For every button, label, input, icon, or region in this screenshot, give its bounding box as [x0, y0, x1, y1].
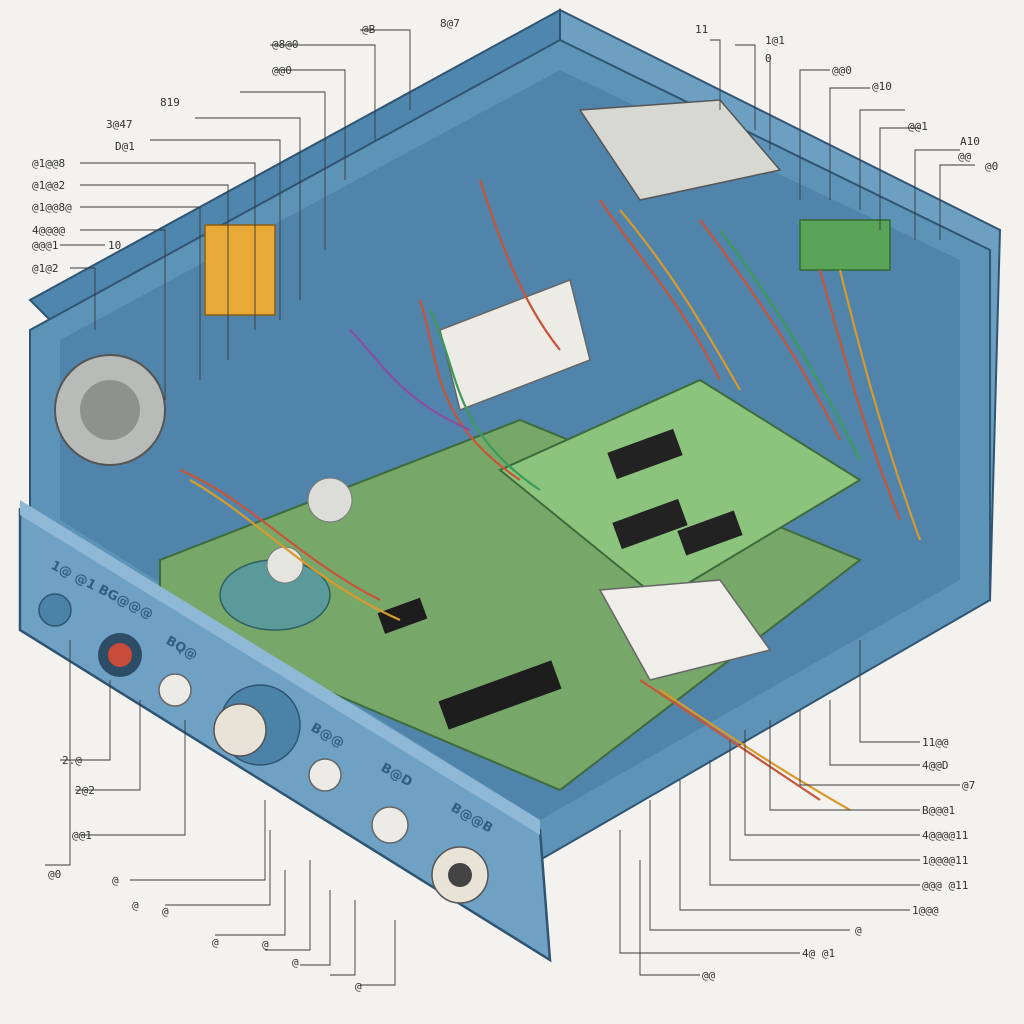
callout-l0: @B — [362, 23, 376, 36]
callout-br2: @7 — [962, 779, 975, 792]
small-cylinder-component — [307, 477, 353, 523]
callout-bl5: @ — [132, 899, 139, 912]
callout-l13: @1@2 — [32, 262, 59, 275]
callout-l5: 3@47 — [106, 118, 133, 131]
callout-bl8: @ — [262, 938, 269, 951]
callout-br3: B@@@1 — [922, 804, 955, 817]
yellow-component — [204, 224, 276, 316]
callout-l2: @8@0 — [272, 38, 299, 51]
callout-r4: @10 — [872, 80, 892, 93]
button-1[interactable] — [158, 673, 192, 707]
callout-l9: @1@@8@ — [32, 201, 72, 214]
callout-l4: 819 — [160, 96, 180, 109]
jack-1-ring — [108, 643, 132, 667]
daughter-board — [498, 378, 862, 602]
callout-r3: @@0 — [832, 64, 852, 77]
callouts-bottom-left: 2.@ 2@2 @@1 @0 @ @ @ @ @ @ @ — [48, 754, 362, 993]
callout-bl10: @ — [355, 980, 362, 993]
callout-bl3: @0 — [48, 868, 61, 881]
chip-4 — [438, 660, 562, 730]
chip-3 — [677, 510, 743, 556]
callout-br9: 4@ @1 — [802, 947, 835, 960]
callout-bl9: @ — [292, 956, 299, 969]
chip-2 — [612, 498, 688, 550]
callout-r7: @@ — [958, 150, 972, 163]
callout-l12: 10 — [108, 239, 121, 252]
callout-bl7: @ — [212, 936, 219, 949]
callout-r2: 0 — [765, 52, 772, 65]
knob-3-center — [448, 863, 472, 887]
chip-5 — [377, 597, 428, 634]
white-card-connector — [598, 579, 772, 681]
callout-br6: @@@ @11 — [922, 879, 968, 892]
callouts-left: @B 8@7 @8@0 @@0 819 3@47 D@1 @1@@8 @1@@2… — [32, 17, 460, 275]
callout-l6: D@1 — [115, 140, 135, 153]
callout-l8: @1@@2 — [32, 179, 65, 192]
leader-lines-left — [60, 29, 411, 400]
speaker-center — [80, 380, 140, 440]
leader-lines-bottom — [45, 640, 960, 986]
round-cap-top — [266, 546, 304, 584]
callout-br5: 1@@@@11 — [922, 854, 968, 867]
callout-l1: 8@7 — [440, 17, 460, 30]
callouts-bottom-right: 11@@ 4@@D @7 B@@@1 4@@@@11 1@@@@11 @@@ @… — [702, 736, 975, 982]
callouts-right: 11 1@1 0 @@0 @10 @@1 A10 @@ @0 — [695, 23, 998, 173]
callout-r0: 11 — [695, 23, 708, 36]
callout-br7: 1@@@ — [912, 904, 939, 917]
callout-bl1: 2@2 — [75, 784, 95, 797]
leader-lines-right — [710, 39, 975, 240]
callout-r1: 1@1 — [765, 34, 785, 47]
button-2[interactable] — [308, 758, 342, 792]
front-panel-top-edge — [20, 500, 540, 835]
callout-r6: A10 — [960, 135, 980, 148]
front-panel-controls — [38, 593, 489, 904]
knob-1[interactable] — [38, 593, 72, 627]
callout-l11: @@@1 — [32, 239, 59, 252]
callout-bl6: @ — [162, 905, 169, 918]
callout-l10: 4@@@@ — [32, 224, 65, 237]
green-terminal-block — [799, 219, 891, 271]
callout-bl2: @@1 — [72, 829, 92, 842]
callout-r5: @@1 — [908, 120, 928, 133]
knob-2[interactable] — [213, 703, 267, 757]
callout-bl4: @ — [112, 874, 119, 887]
callout-l3: @@0 — [272, 64, 292, 77]
callout-br1: 4@@D — [922, 759, 949, 772]
callout-bl0: 2.@ — [62, 754, 82, 767]
callout-r8: @0 — [985, 160, 998, 173]
button-3[interactable] — [371, 806, 409, 844]
top-connector-block — [578, 99, 782, 201]
callout-br10: @@ — [702, 969, 716, 982]
callout-l7: @1@@8 — [32, 157, 65, 170]
callout-br0: 11@@ — [922, 736, 949, 749]
chip-1 — [607, 428, 683, 480]
callout-br8: @ — [855, 924, 862, 937]
callout-br4: 4@@@@11 — [922, 829, 968, 842]
